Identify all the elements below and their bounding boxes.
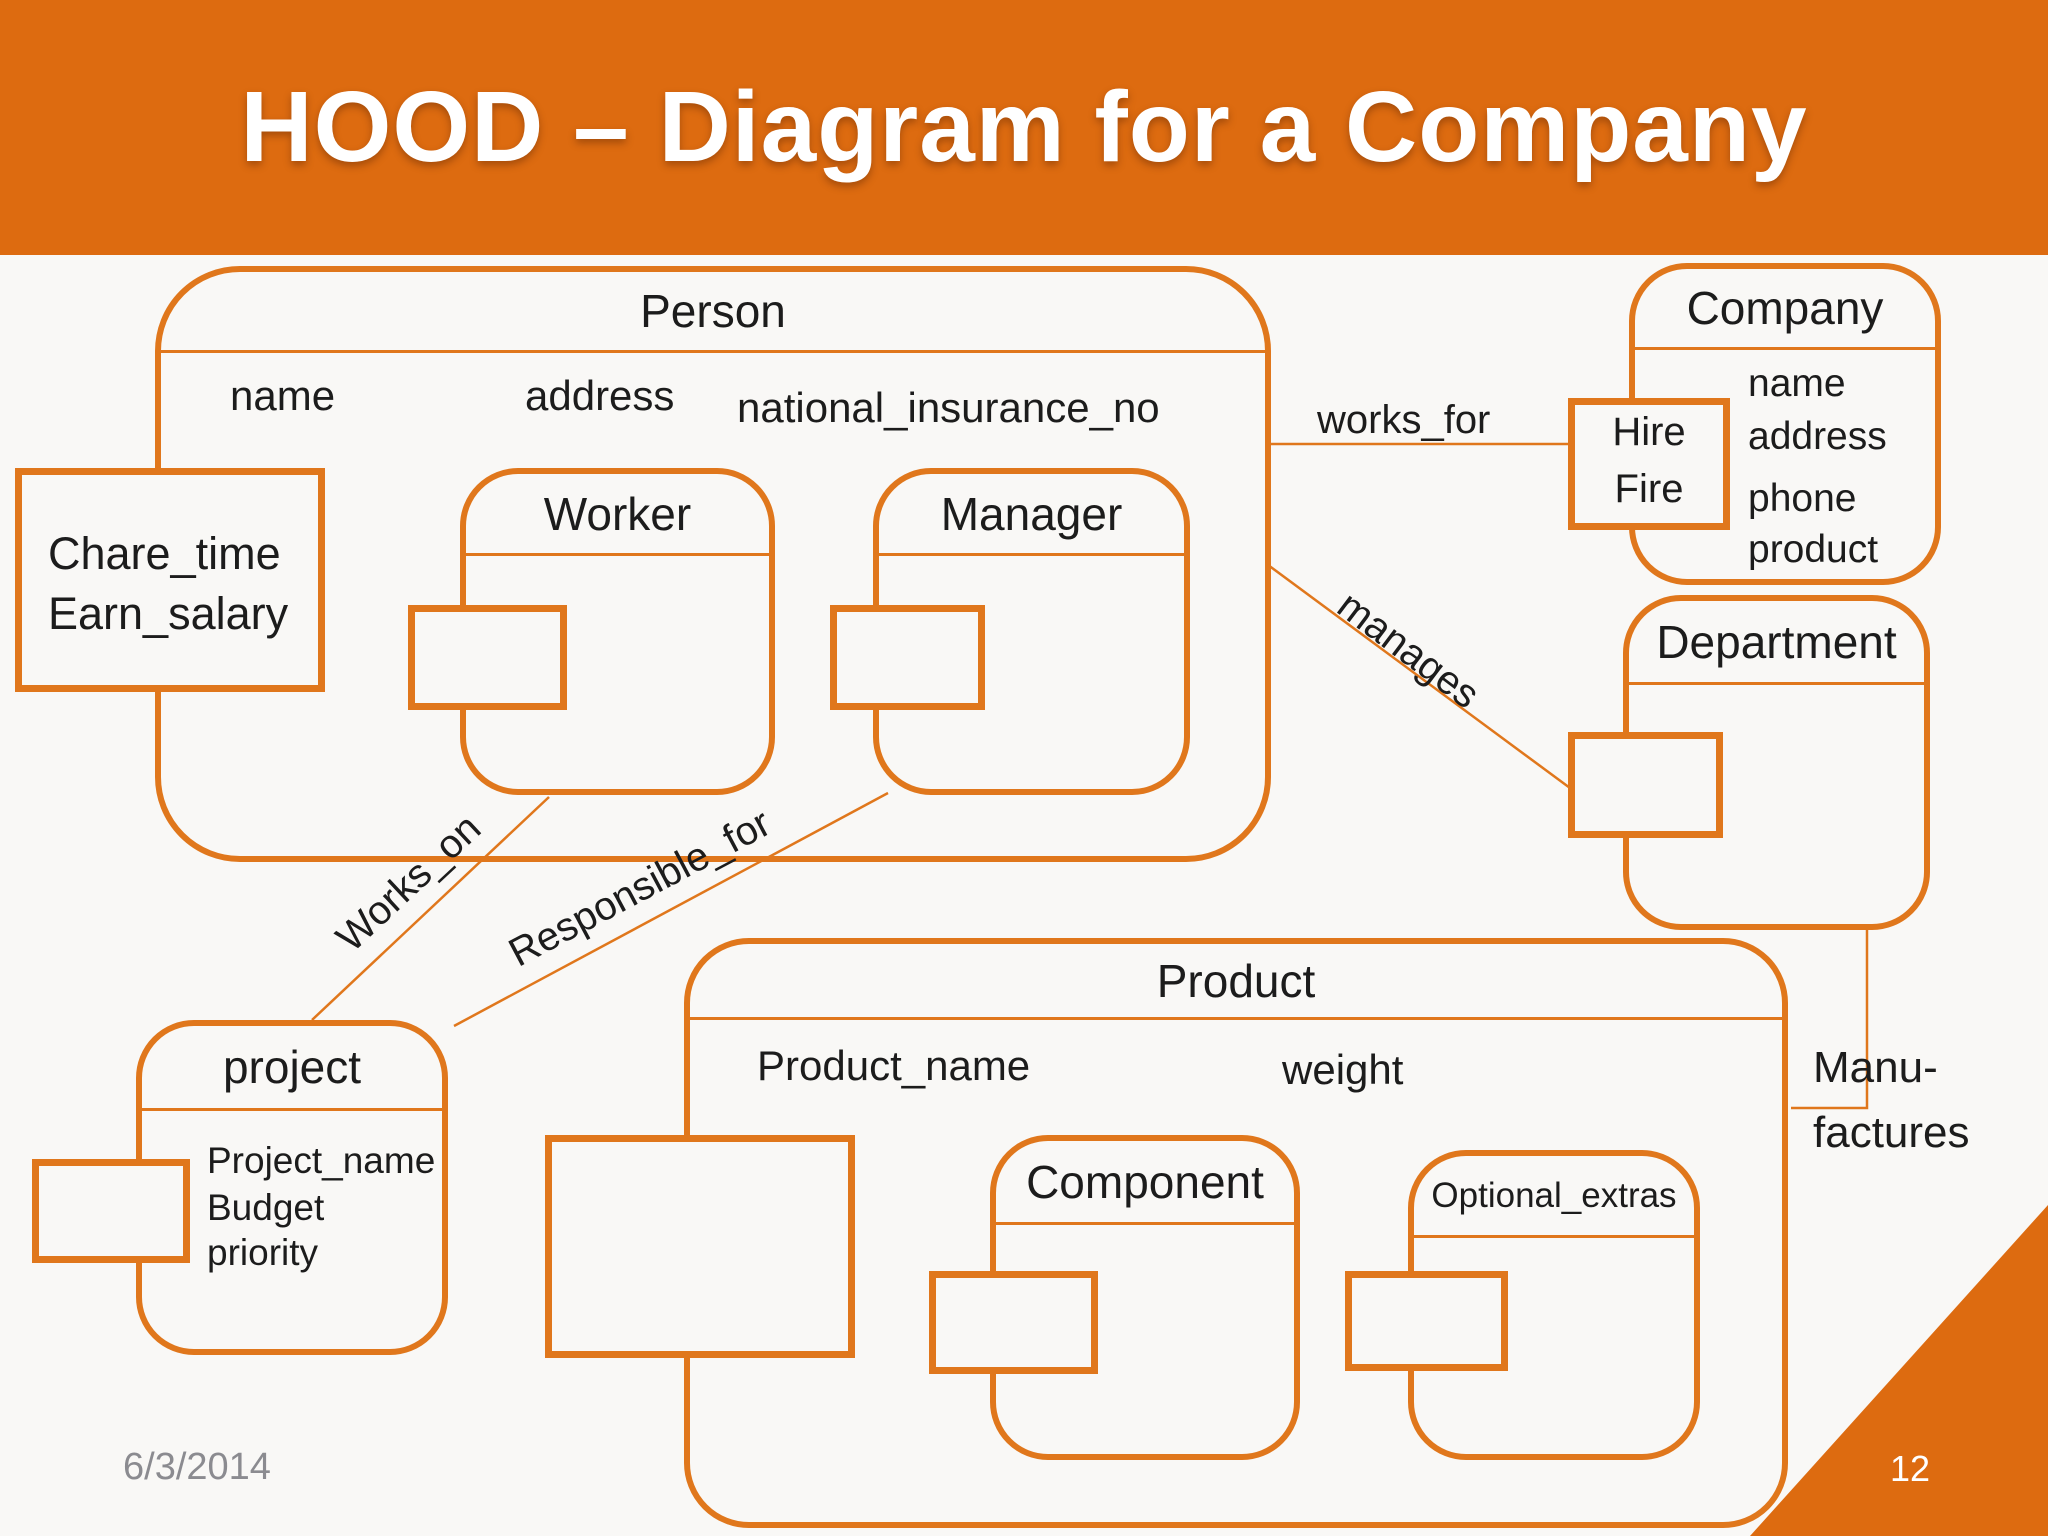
project-operation-box	[32, 1159, 190, 1263]
department-node: Department	[1623, 595, 1930, 930]
product-node-title: Product	[1156, 954, 1316, 1007]
person-node-divider	[161, 350, 1265, 353]
company-attr-name: name	[1748, 362, 1846, 405]
company-operation-hire: Hire	[1612, 410, 1686, 454]
project-attr-priority: priority	[207, 1232, 319, 1273]
company-operation-fire: Fire	[1614, 467, 1684, 511]
person-operation-earn-salary: Earn_salary	[48, 588, 289, 639]
person-operations-box	[15, 468, 325, 692]
company-node-title: Company	[1686, 282, 1884, 334]
component-node: Component	[990, 1135, 1300, 1460]
page-number: 12	[1890, 1448, 1931, 1489]
component-node-divider	[996, 1222, 1294, 1225]
product-node-divider	[690, 1017, 1782, 1020]
project-node-title: project	[222, 1041, 362, 1093]
project-attr-project-name: Project_name	[207, 1140, 436, 1181]
optional-extras-operation-box	[1345, 1271, 1508, 1371]
person-attr-address: address	[525, 372, 675, 419]
company-attr-phone: phone	[1748, 477, 1857, 520]
product-operations-box	[545, 1135, 855, 1358]
person-attr-national-insurance-no: national_insurance_no	[737, 384, 1160, 431]
person-attr-name: name	[230, 372, 336, 419]
manufactures-label-line2: factures	[1813, 1108, 1970, 1157]
manager-node-divider	[879, 553, 1184, 556]
worker-node-divider	[466, 553, 769, 556]
person-node-title: Person	[640, 285, 786, 337]
product-attr-weight: weight	[1282, 1046, 1404, 1093]
department-node-divider	[1629, 682, 1924, 685]
title-banner: HOOD – Diagram for a Company	[0, 0, 2048, 255]
worker-node-title: Worker	[543, 487, 692, 540]
manager-node-title: Manager	[940, 487, 1123, 540]
manages-label: manages	[1329, 583, 1488, 718]
company-operations-box	[1568, 398, 1730, 530]
department-node-title: Department	[1656, 615, 1897, 668]
optional-extras-node-title: Optional_extras	[1431, 1175, 1677, 1215]
optional-extras-node-divider	[1414, 1235, 1694, 1238]
company-attr-product: product	[1748, 528, 1879, 571]
product-attr-product-name: Product_name	[757, 1042, 1031, 1089]
company-node-divider	[1635, 347, 1935, 350]
slide-title: HOOD – Diagram for a Company	[240, 71, 1808, 183]
component-node-title: Component	[1026, 1155, 1264, 1208]
component-operation-box	[929, 1271, 1098, 1374]
works-for-label: works_for	[1317, 398, 1491, 442]
company-attr-address: address	[1748, 415, 1887, 458]
manufactures-label-line1: Manu-	[1813, 1043, 1938, 1092]
department-operation-box	[1568, 732, 1723, 838]
manager-operation-box	[830, 605, 985, 710]
slide-date: 6/3/2014	[123, 1446, 271, 1488]
person-operation-chare-time: Chare_time	[48, 528, 281, 579]
project-node-divider	[142, 1108, 442, 1111]
project-attr-budget: Budget	[207, 1187, 325, 1228]
worker-operation-box	[408, 605, 567, 710]
